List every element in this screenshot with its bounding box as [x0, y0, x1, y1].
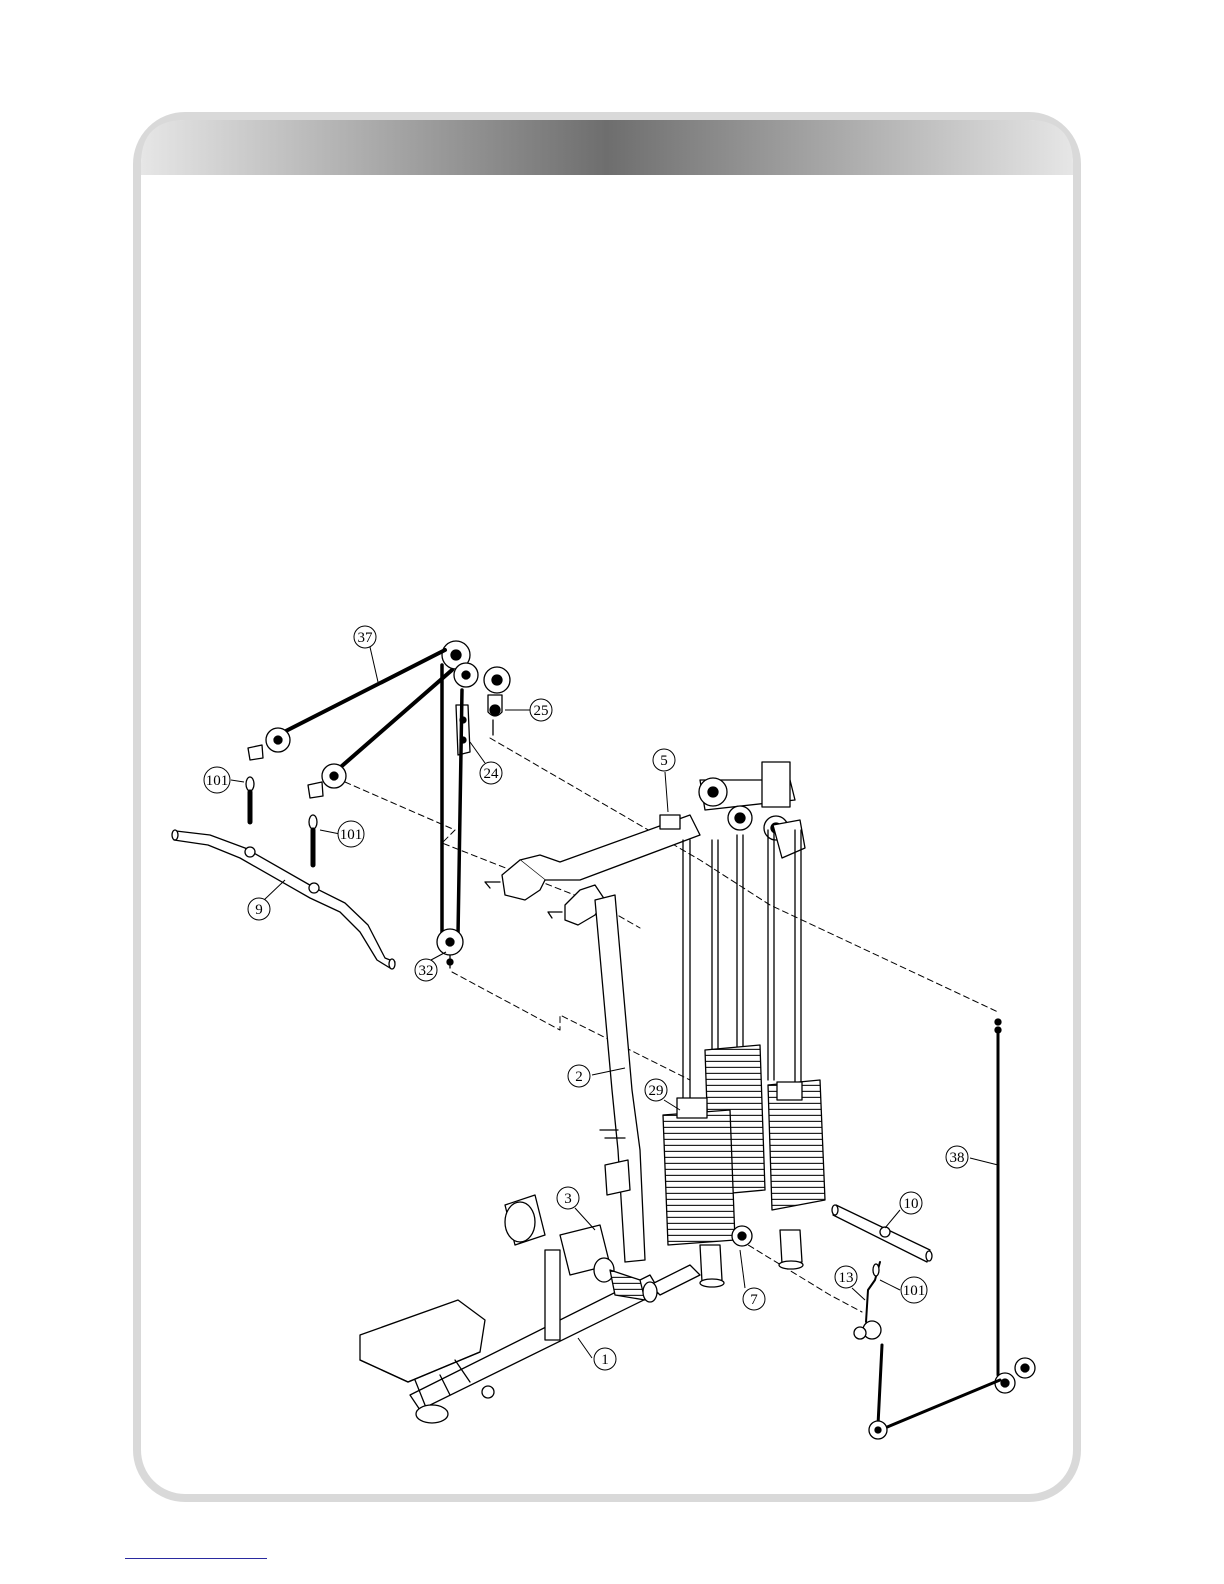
svg-text:25: 25: [534, 703, 549, 719]
callout-29: 29: [645, 1079, 667, 1101]
svg-text:38: 38: [950, 1150, 965, 1166]
callout-24: 24: [480, 762, 502, 784]
svg-text:24: 24: [484, 766, 500, 782]
callout-3: 3: [557, 1187, 579, 1209]
svg-text:101: 101: [206, 773, 229, 789]
callout-7: 7: [743, 1288, 765, 1310]
footer-rule: [125, 1558, 267, 1559]
svg-text:37: 37: [358, 630, 374, 646]
callout-9: 9: [248, 898, 270, 920]
callout-101c: 101: [901, 1277, 927, 1303]
svg-text:1: 1: [601, 1352, 609, 1368]
callout-25: 25: [530, 699, 552, 721]
svg-text:101: 101: [903, 1283, 926, 1299]
svg-text:32: 32: [419, 963, 434, 979]
callout-37: 37: [354, 626, 376, 648]
svg-text:5: 5: [660, 753, 668, 769]
svg-text:7: 7: [750, 1292, 758, 1308]
callout-38: 38: [946, 1146, 968, 1168]
callout-5: 5: [653, 749, 675, 771]
callout-13: 13: [835, 1266, 857, 1288]
callout-101b: 101: [338, 821, 364, 847]
callout-1: 1: [594, 1348, 616, 1370]
header-gradient-band: [141, 120, 1073, 175]
svg-text:2: 2: [575, 1069, 583, 1085]
callout-10: 10: [900, 1192, 922, 1214]
callout-101a: 101: [204, 767, 230, 793]
svg-text:29: 29: [649, 1083, 664, 1099]
page-frame: [137, 116, 1077, 1498]
callout-32: 32: [415, 959, 437, 981]
callout-2: 2: [568, 1065, 590, 1087]
svg-text:10: 10: [904, 1196, 919, 1212]
svg-text:13: 13: [839, 1270, 854, 1286]
svg-text:3: 3: [564, 1191, 572, 1207]
svg-text:101: 101: [340, 827, 363, 843]
svg-text:9: 9: [255, 902, 263, 918]
